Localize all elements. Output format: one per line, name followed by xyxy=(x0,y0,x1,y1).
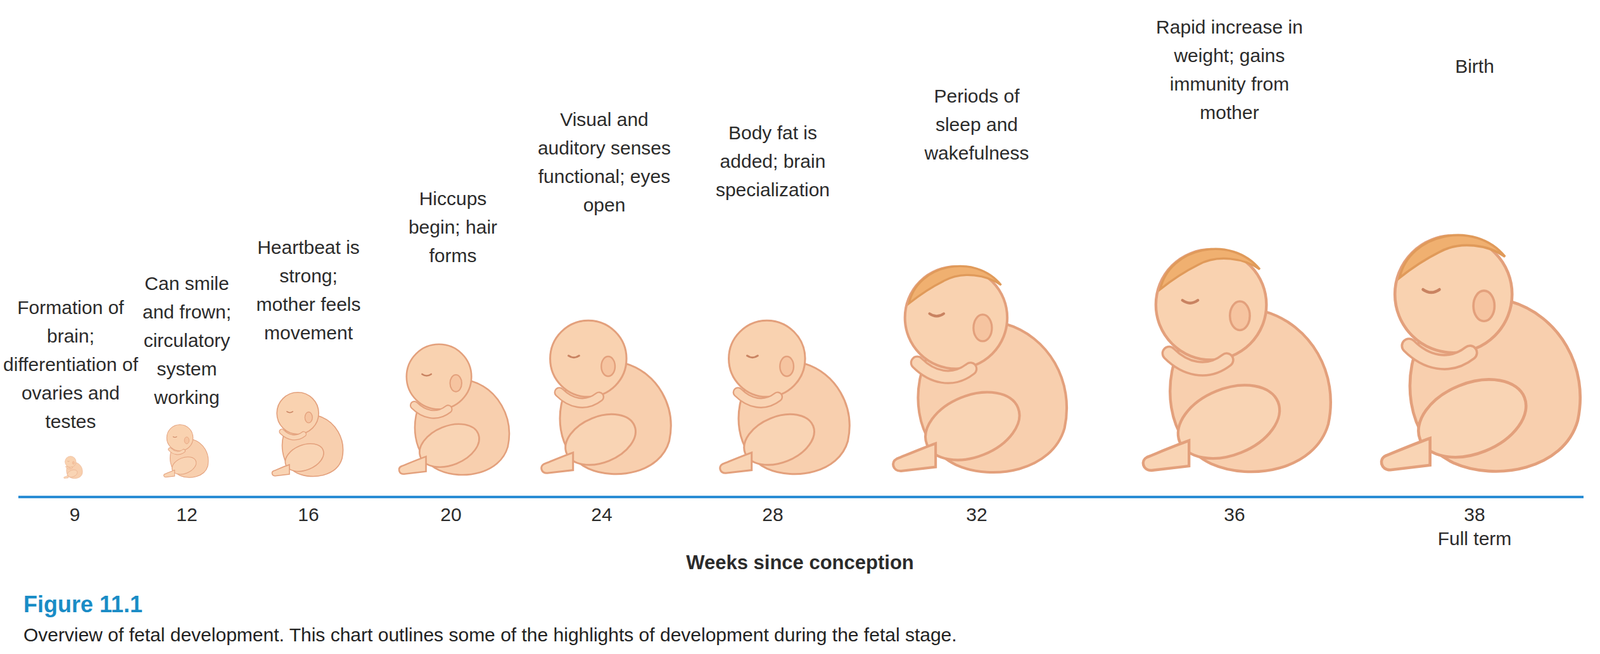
week-number: 32 xyxy=(951,500,1003,529)
stage-description: Hiccups begin; hair forms xyxy=(402,184,504,270)
stage-description: Rapid increase in weight; gains immunity… xyxy=(1152,12,1308,127)
week-number: 9 xyxy=(49,500,101,529)
fetus-figure xyxy=(541,320,671,475)
fetus-figure xyxy=(399,344,510,476)
stage-description: Periods of sleep and wakefulness xyxy=(919,81,1034,168)
week-number: 16 xyxy=(283,500,334,529)
fetus-figure xyxy=(893,266,1067,474)
fetus-figure xyxy=(63,456,83,479)
stage-description: Heartbeat is strong; mother feels moveme… xyxy=(248,233,369,348)
week-number: 28 xyxy=(747,500,799,529)
week-number: 24 xyxy=(576,500,628,529)
stage-description: Body fat is added; brain specialization xyxy=(709,118,837,204)
fetus-figure xyxy=(1381,234,1581,472)
week-number: 38 xyxy=(1449,500,1500,529)
week-number: 12 xyxy=(161,500,213,529)
fetus-figure xyxy=(164,425,209,479)
time-axis xyxy=(18,495,1584,499)
fetus-figure xyxy=(720,320,850,475)
figure-caption: Overview of fetal development. This char… xyxy=(23,620,1569,650)
fetus-figure xyxy=(272,392,344,477)
stage-description: Birth xyxy=(1436,51,1513,81)
week-number: 20 xyxy=(425,500,477,529)
stage-description: Can smile and frown; circulatory system … xyxy=(133,269,241,412)
axis-title: Weeks since conception xyxy=(666,548,934,578)
stage-description: Visual and auditory senses functional; e… xyxy=(533,105,676,220)
figure-title: Figure 11.1 xyxy=(23,590,143,619)
term-note: Full term xyxy=(1417,524,1532,553)
stage-description: Formation of brain; differentiation of o… xyxy=(2,293,139,436)
week-number: 36 xyxy=(1209,500,1260,529)
fetus-figure xyxy=(1143,248,1331,473)
